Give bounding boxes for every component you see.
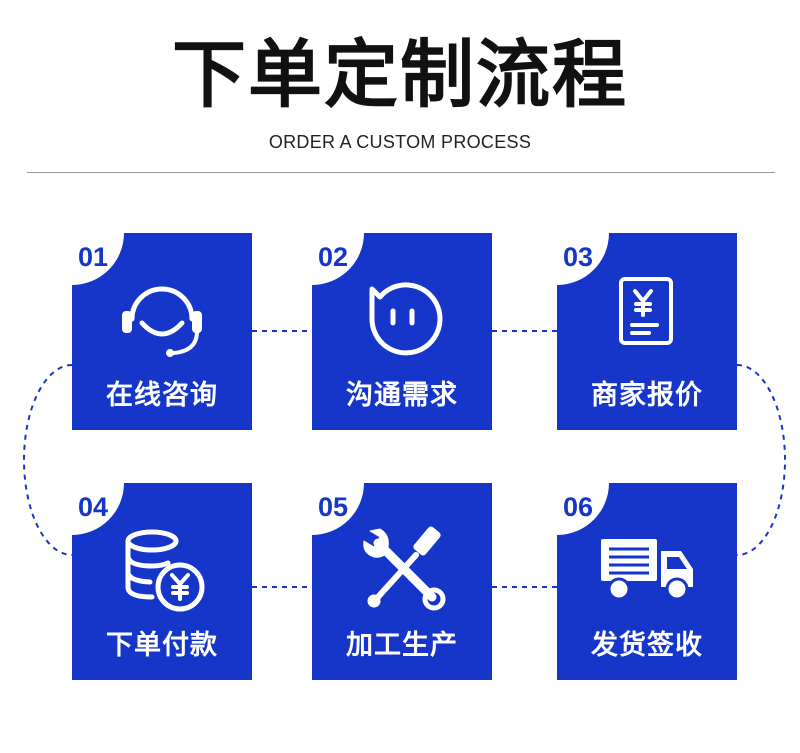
step-label: 沟通需求 xyxy=(346,380,458,411)
page-subtitle: ORDER A CUSTOM PROCESS xyxy=(268,132,532,152)
headset-icon xyxy=(122,286,202,357)
step-card-4: 04 下单付款 xyxy=(72,483,252,680)
step-label: 商家报价 xyxy=(591,380,703,411)
step-label: 加工生产 xyxy=(346,630,458,661)
chat-face-icon xyxy=(369,282,443,356)
step-card-5: 05 加工生产 xyxy=(312,483,492,680)
tools-icon xyxy=(363,526,446,611)
step-card-2: 02 沟通需求 xyxy=(312,233,492,430)
step-number: 05 xyxy=(318,492,349,522)
step-label: 在线咨询 xyxy=(106,380,218,411)
step-label: 发货签收 xyxy=(591,630,703,661)
step-card-6: 06 发货签收 xyxy=(557,483,737,680)
delivery-truck-icon xyxy=(601,539,693,601)
header-divider xyxy=(27,172,775,173)
price-quote-icon xyxy=(619,277,673,345)
step-number: 01 xyxy=(78,242,109,272)
step-card-3: 03 商家报价 xyxy=(557,233,737,430)
step-number: 03 xyxy=(563,242,594,272)
step-number: 04 xyxy=(78,492,109,522)
step-card-1: 01 在线咨询 xyxy=(72,233,252,430)
connector-3-6 xyxy=(736,364,786,556)
page-title: 下单定制流程 xyxy=(172,32,628,118)
step-number: 06 xyxy=(563,492,594,522)
step-label: 下单付款 xyxy=(106,630,218,661)
coins-payment-icon xyxy=(125,529,205,612)
step-number: 02 xyxy=(318,242,349,272)
connector-1-4 xyxy=(23,364,73,556)
